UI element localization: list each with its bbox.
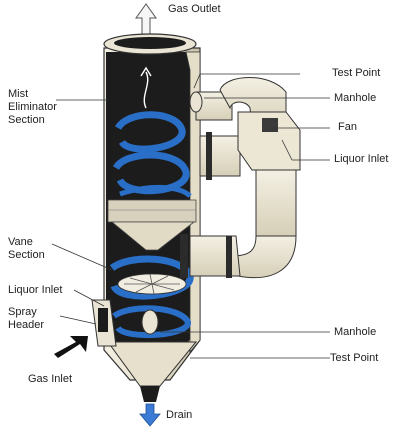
gas-inlet-label: Gas Inlet: [28, 373, 73, 385]
vane-section-label: Vane Section: [8, 236, 45, 261]
test-point-top-label: Test Point: [332, 67, 381, 79]
spray-header-label: Spray Header: [8, 306, 45, 331]
fan-label: Fan: [338, 121, 357, 133]
test-point-bottom-label: Test Point: [330, 352, 379, 364]
gas-inlet-arrow: [54, 336, 88, 358]
leader-lines: [51, 73, 330, 359]
drain-label: Drain: [166, 409, 193, 421]
drain-arrow: [139, 403, 161, 427]
mist-eliminator-swirl: [112, 66, 192, 198]
spray-header-box: [91, 299, 117, 347]
manholes: [141, 91, 203, 335]
liquor-inlet-left-label: Liquor Inlet: [8, 284, 63, 296]
manhole-top-label: Manhole: [334, 92, 377, 104]
gas-outlet-arrow: [135, 3, 157, 35]
gas-outlet-label: Gas Outlet: [168, 3, 221, 15]
vessel-shell: [103, 33, 201, 402]
mist-eliminator-label: Mist Eliminator Section: [8, 88, 57, 126]
manhole-bottom-label: Manhole: [334, 326, 377, 338]
liquor-inlet-right-label: Liquor Inlet: [334, 153, 389, 165]
vane-section-swirl: [109, 255, 194, 339]
